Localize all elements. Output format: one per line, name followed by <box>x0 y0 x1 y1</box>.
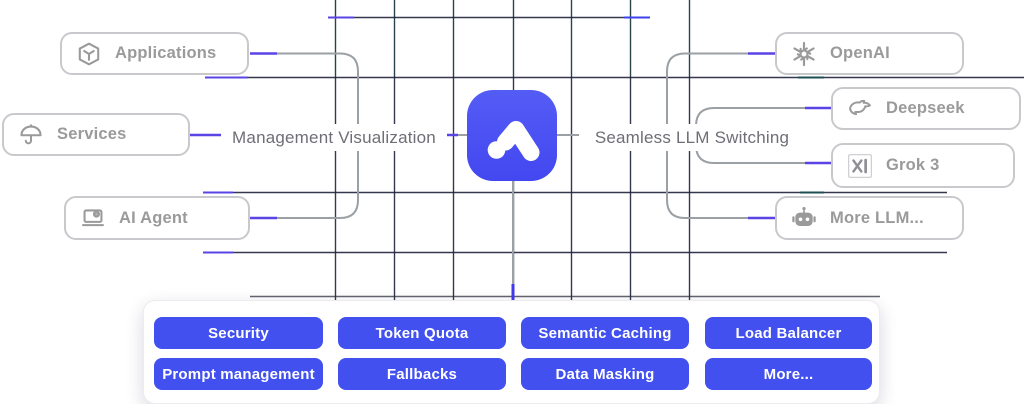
node-services: Services <box>2 113 190 156</box>
gateway-app-icon <box>467 90 557 181</box>
flow-label-management-visualization: Management Visualization <box>221 124 447 151</box>
deepseek-whale-icon <box>849 99 871 115</box>
node-more-llm: More LLM... <box>775 196 964 240</box>
package-icon <box>78 42 100 65</box>
feature-button-more[interactable]: More... <box>705 358 872 390</box>
feature-button-fallbacks[interactable]: Fallbacks <box>338 358 506 390</box>
umbrella-icon <box>20 123 42 144</box>
node-label: Deepseek <box>886 99 965 117</box>
feature-button-load-balancer[interactable]: Load Balancer <box>705 317 872 349</box>
agent-laptop-icon <box>82 209 104 227</box>
gateway-logo <box>487 120 540 161</box>
feature-button-security[interactable]: Security <box>154 317 323 349</box>
node-deepseek: Deepseek <box>831 87 1021 130</box>
feature-button-semantic-caching[interactable]: Semantic Caching <box>521 317 689 349</box>
node-applications: Applications <box>60 32 249 75</box>
node-label: More LLM... <box>830 208 924 227</box>
node-label: OpenAI <box>830 44 890 62</box>
feature-button-data-masking[interactable]: Data Masking <box>521 358 689 390</box>
node-grok-3: Grok 3 <box>831 143 1015 188</box>
xai-icon <box>847 153 873 178</box>
node-openai: OpenAI <box>775 32 964 75</box>
robot-icon <box>792 207 816 227</box>
feature-panel: Security Token Quota Semantic Caching Lo… <box>143 300 880 404</box>
node-label: Applications <box>115 44 217 62</box>
feature-button-token-quota[interactable]: Token Quota <box>338 317 506 349</box>
node-ai-agent: AI Agent <box>64 196 250 240</box>
feature-button-prompt-management[interactable]: Prompt management <box>154 358 323 390</box>
openai-icon <box>793 41 815 66</box>
flow-label-seamless-llm-switching: Seamless LLM Switching <box>579 124 805 151</box>
node-label: AI Agent <box>119 208 188 227</box>
node-label: Services <box>57 125 127 143</box>
node-label: Grok 3 <box>886 156 940 174</box>
